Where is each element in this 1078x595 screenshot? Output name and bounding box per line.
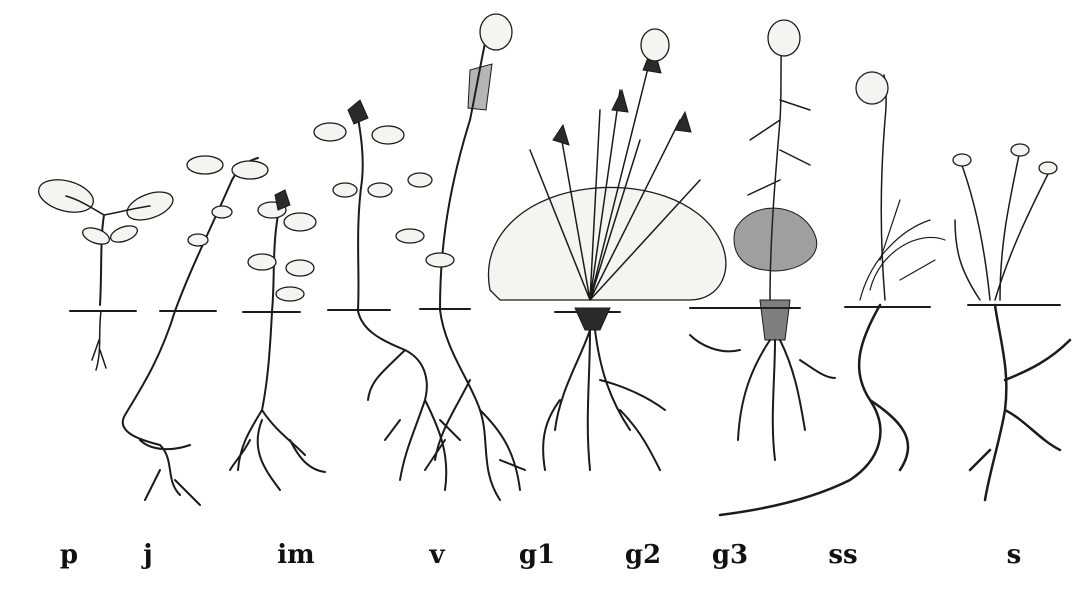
stage-label-im: im: [277, 540, 314, 570]
plant-v: [314, 100, 460, 490]
stage-label-s: s: [1007, 540, 1022, 570]
stage-label-j: j: [143, 540, 152, 570]
stage-label-g1: g1: [519, 540, 555, 570]
stage-label-g3: g3: [712, 540, 748, 570]
plant-g2: [488, 29, 725, 470]
plant-s: [953, 144, 1070, 500]
stage-label-v: v: [429, 540, 444, 570]
ground-line: [70, 305, 1060, 312]
stage-label-g2: g2: [625, 540, 661, 570]
plant-ss: [720, 72, 945, 515]
stage-label-p: p: [60, 540, 78, 570]
stage-label-ss: ss: [828, 540, 857, 570]
plant-im: [230, 190, 325, 490]
plant-p: [35, 174, 177, 370]
